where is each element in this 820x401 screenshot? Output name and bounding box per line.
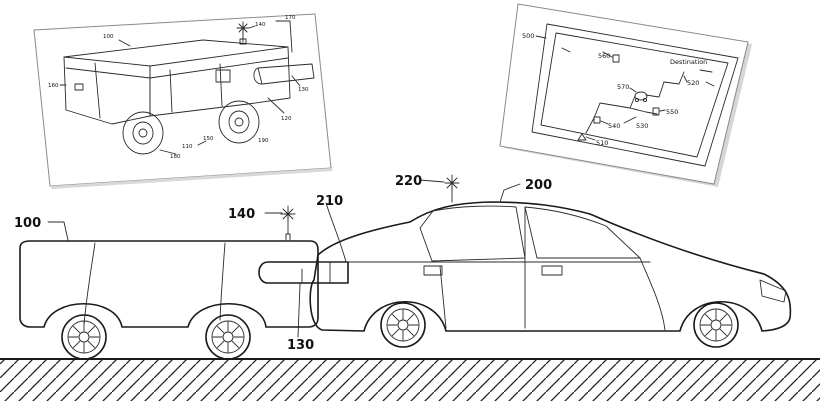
inset-trailer-label-top: 100: [103, 34, 114, 40]
trailer: [19, 240, 319, 360]
inset-trailer-wheel-left: [122, 111, 164, 155]
inset-trailer-wheel-right: [218, 100, 260, 144]
display-label-frame: 500: [522, 32, 534, 40]
inset-trailer-label-arm-top: 170: [285, 15, 296, 21]
inset-trailer-label-wheel-left: 180: [170, 154, 181, 160]
coupling-arm: [258, 261, 349, 284]
inset-trailer-label-wheel-right: 190: [258, 138, 269, 144]
trailer-wheel-right: [205, 314, 251, 360]
inset-trailer-body: [63, 39, 315, 125]
trailer-wheel-left: [61, 314, 107, 360]
label-car: 200: [525, 178, 552, 193]
display-label-560: 560: [598, 52, 610, 60]
inset-trailer-panel: 100 140 170 160 130 120 150 110 180 190: [33, 13, 333, 189]
inset-trailer-label-lower-right: 120: [281, 116, 292, 122]
ground: [0, 358, 820, 401]
display-label-540: 540: [608, 122, 620, 130]
vehicle-icon: [634, 91, 648, 103]
inset-trailer-label-side: 160: [48, 83, 59, 89]
label-hitch: 210: [316, 194, 343, 209]
inset-trailer-label-antenna: 140: [255, 22, 266, 28]
car-antenna-icon: [444, 174, 460, 203]
leader-lines: [47, 179, 521, 338]
display-destination-text: Destination: [670, 58, 707, 66]
display-label-530: 530: [636, 122, 648, 130]
label-car-antenna: 220: [395, 174, 422, 189]
antenna-icon: [280, 205, 296, 242]
car-wheel-rear: [693, 302, 739, 348]
label-antenna: 140: [228, 207, 255, 222]
map-pin-icon: [612, 54, 620, 63]
label-coupling: 130: [287, 338, 314, 353]
car: [309, 201, 792, 348]
display-label-550: 550: [666, 108, 678, 116]
inset-trailer-label-bottom-left: 110: [182, 144, 193, 150]
antenna-icon: [236, 21, 250, 45]
label-trailer: 100: [14, 216, 41, 231]
inset-trailer-label-center: 150: [203, 136, 214, 142]
display-label-510: 510: [596, 139, 608, 147]
display-label-520: 520: [687, 79, 699, 87]
start-triangle-icon: [577, 133, 587, 141]
display-label-570: 570: [617, 83, 629, 91]
inset-trailer-label-arm: 130: [298, 87, 309, 93]
display-screen: [531, 23, 739, 167]
car-wheel-front: [380, 302, 426, 348]
inset-display-panel: 500 Destination 560 520 570 550 540 530 …: [499, 3, 752, 187]
